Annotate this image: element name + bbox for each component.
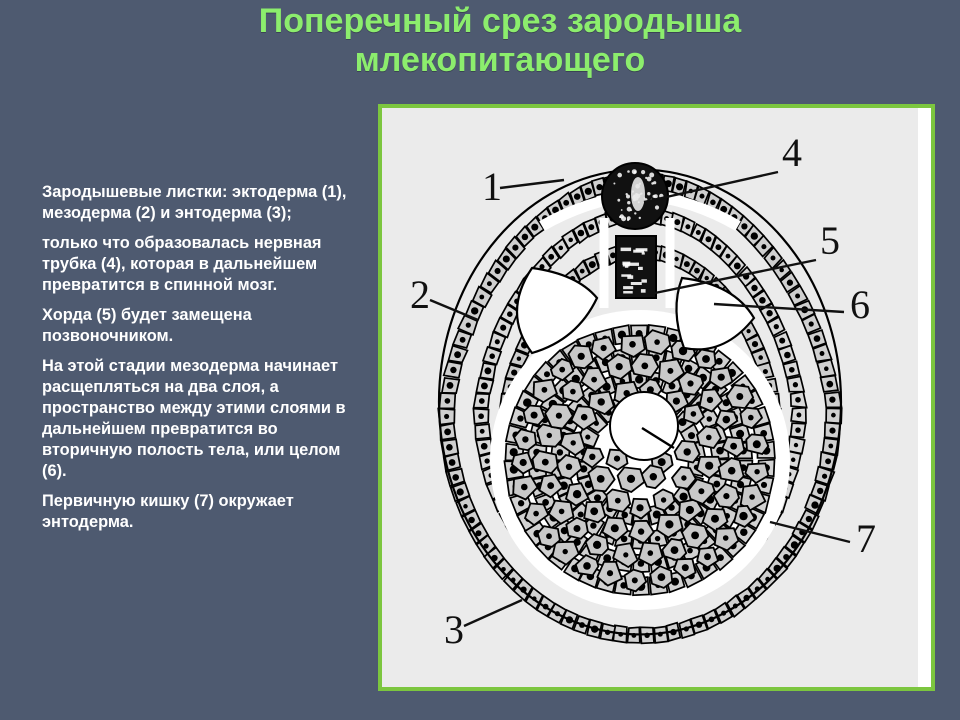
label-2-leader [429,298,479,322]
label-7: 7 [856,516,876,561]
paragraph-germ-layers: Зародышевые листки: эктодерма (1), мезод… [42,183,347,222]
label-leader-lines [429,170,851,628]
paragraph-primitive-gut: Первичную кишку (7) окружает энтодерма. [42,492,294,531]
label-1: 1 [482,164,502,209]
label-5-leader [649,258,817,296]
label-4-leader [643,170,779,204]
description-text-block: Зародышевые листки: эктодерма (1), мезод… [42,182,360,533]
label-2: 2 [410,272,430,317]
label-1-leader [499,178,565,190]
label-4: 4 [782,130,802,175]
label-3-leader [463,598,523,628]
label-7-leader [769,520,851,544]
page-title: Поперечный срез зародыша млекопитающего [258,2,742,80]
panel-right-gutter [918,108,931,687]
label-5: 5 [820,218,840,263]
paragraph-mesoderm: На этой стадии мезодерма начинает расщеп… [42,357,346,480]
embryo-drawing [437,162,843,645]
embryo-cross-section-diagram: 1 2 3 456 7 [410,130,876,652]
figure-labels: 1 2 3 456 7 [410,130,876,652]
paragraph-neural-tube: только что образовалась нервная трубка (… [42,234,322,294]
label-6-leader [713,302,845,314]
label-3: 3 [444,607,464,652]
label-6: 6 [850,282,870,327]
paragraph-notochord: Хорда (5) будет замещена позвоночником. [42,306,252,345]
